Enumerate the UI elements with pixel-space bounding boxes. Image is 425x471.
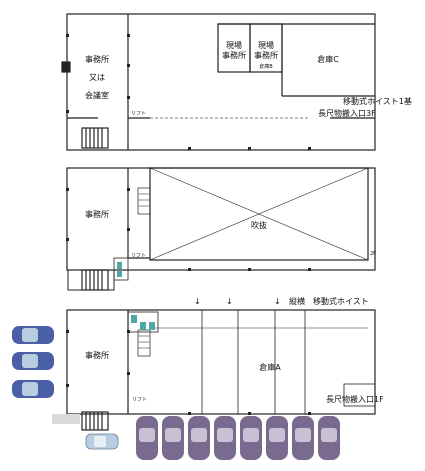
stair-1f: [81, 411, 109, 431]
car-icon: [12, 352, 54, 370]
lift-1f-label: リフト: [132, 397, 148, 403]
warehouse-a-label: 倉庫A: [259, 363, 281, 372]
hoist-1f-label: 縦横 移動式ホイスト: [289, 297, 369, 306]
car-icon: [12, 380, 54, 398]
car-icon: [240, 416, 262, 460]
parking-left: [12, 326, 119, 450]
loading-strip: [52, 414, 80, 424]
site-office-a-label-1: 現場: [226, 41, 242, 50]
car-icon: [214, 416, 236, 460]
floor-3-outline: [66, 13, 376, 151]
office-1f-label: 事務所: [85, 351, 109, 360]
car-icon: [85, 433, 119, 450]
warehouse-c-label: 倉庫C: [317, 55, 339, 64]
office-3f-label-3: 会議室: [85, 91, 109, 100]
site-office-b-label-2: 事務所: [254, 51, 278, 60]
car-icon: [12, 326, 54, 344]
hoist-arrow-2: ↓: [226, 297, 233, 306]
hoist-3f-label: 移動式ホイスト1基: [343, 97, 412, 106]
car-icon: [292, 416, 314, 460]
site-office-a-label-2: 事務所: [222, 51, 246, 60]
hoist-arrow-1: ↓: [194, 297, 201, 306]
long-entry-1f-label: 長尺物搬入口1F: [326, 395, 384, 404]
car-icon: [162, 416, 184, 460]
small-room-label: 倉庫B: [259, 64, 273, 70]
floor-1-outline: [66, 309, 376, 415]
car-icon: [136, 416, 158, 460]
floor-2-mark: 2F: [370, 251, 377, 257]
office-2f-label: 事務所: [85, 210, 109, 219]
lift-2f-label: リフト: [131, 253, 147, 259]
car-icon: [318, 416, 340, 460]
office-3f-label-1: 事務所: [85, 55, 109, 64]
parking-bottom: [136, 416, 340, 460]
long-entry-3f-label: 長尺物搬入口3F: [318, 109, 376, 118]
lift-3f-label: リフト: [131, 111, 147, 117]
car-icon: [266, 416, 288, 460]
site-office-b-label-1: 現場: [258, 41, 274, 50]
floor-2-outline: [66, 167, 376, 271]
atrium-label: 吹抜: [251, 221, 267, 230]
floor-3: [61, 13, 376, 151]
office-3f-label-2: 又は: [89, 73, 105, 82]
car-icon: [188, 416, 210, 460]
floor-2: [66, 167, 376, 291]
hoist-arrow-3: ↓: [274, 297, 281, 306]
stair-3f: [81, 127, 109, 149]
floor-1: [66, 309, 376, 431]
